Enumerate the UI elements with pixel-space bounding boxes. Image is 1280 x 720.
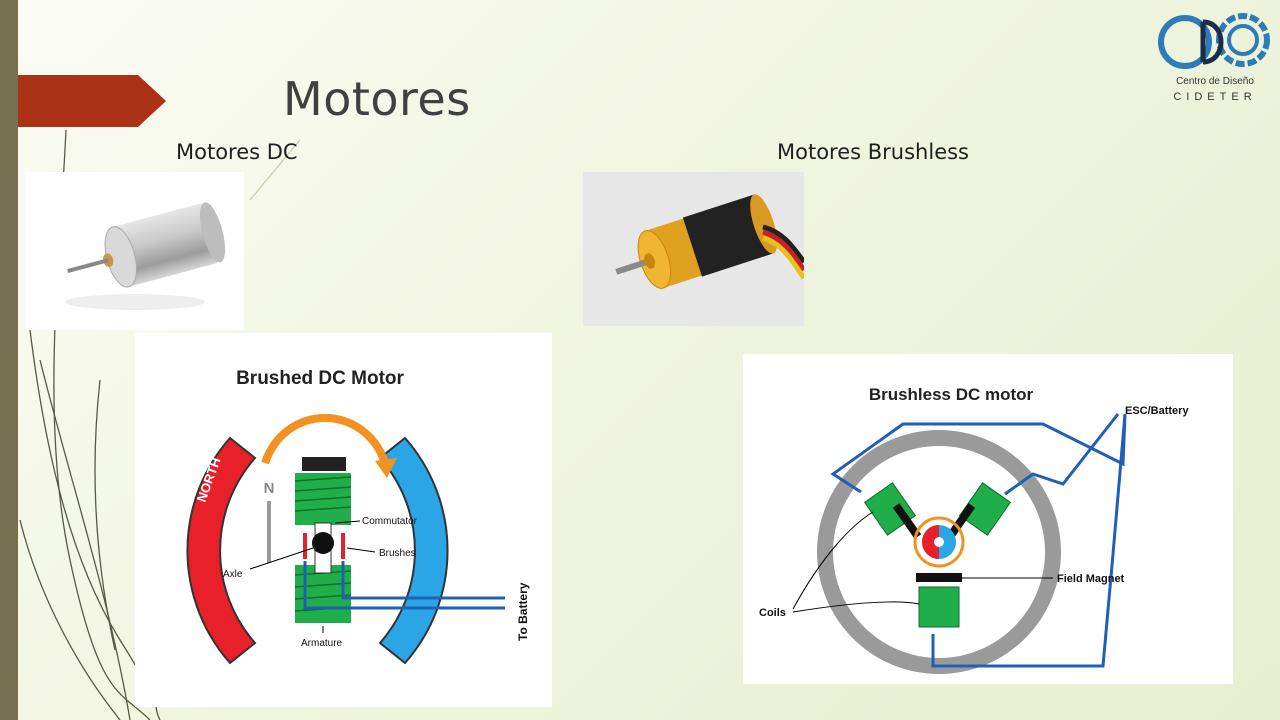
slide-title: Motores	[283, 72, 471, 126]
brushed-title: Brushed DC Motor	[236, 368, 404, 389]
logo-line2: CIDETER	[1173, 91, 1256, 103]
n-label: N	[264, 480, 275, 497]
commutator-label: Commutator	[362, 516, 418, 527]
battery-label: To Battery	[516, 582, 530, 641]
brushless-dc-motor-diagram: Brushless DC motor ESC/Battery Field Mag…	[743, 354, 1233, 684]
dc-motor-photo	[25, 172, 244, 330]
coils-label: Coils	[759, 607, 786, 619]
axle-label: Axle	[223, 569, 243, 580]
brushless-motor-photo	[583, 172, 804, 326]
esc-label: ESC/Battery	[1125, 405, 1189, 417]
heading-dc-motors: Motores DC	[176, 140, 298, 164]
logo-line1: Centro de Diseño	[1176, 76, 1254, 87]
heading-brushless-motors: Motores Brushless	[777, 140, 969, 164]
cideter-logo: Centro de Diseño CIDETER	[1158, 13, 1270, 103]
armature-label: Armature	[301, 638, 343, 649]
field-magnet-label: Field Magnet	[1057, 573, 1125, 585]
brushed-dc-motor-diagram: Brushed DC Motor NORTH SOUTH N Commut	[135, 333, 552, 707]
left-accent-bar	[0, 0, 18, 720]
brushless-title: Brushless DC motor	[869, 385, 1034, 404]
title-accent-arrow	[18, 75, 166, 127]
brushes-label: Brushes	[379, 548, 416, 559]
